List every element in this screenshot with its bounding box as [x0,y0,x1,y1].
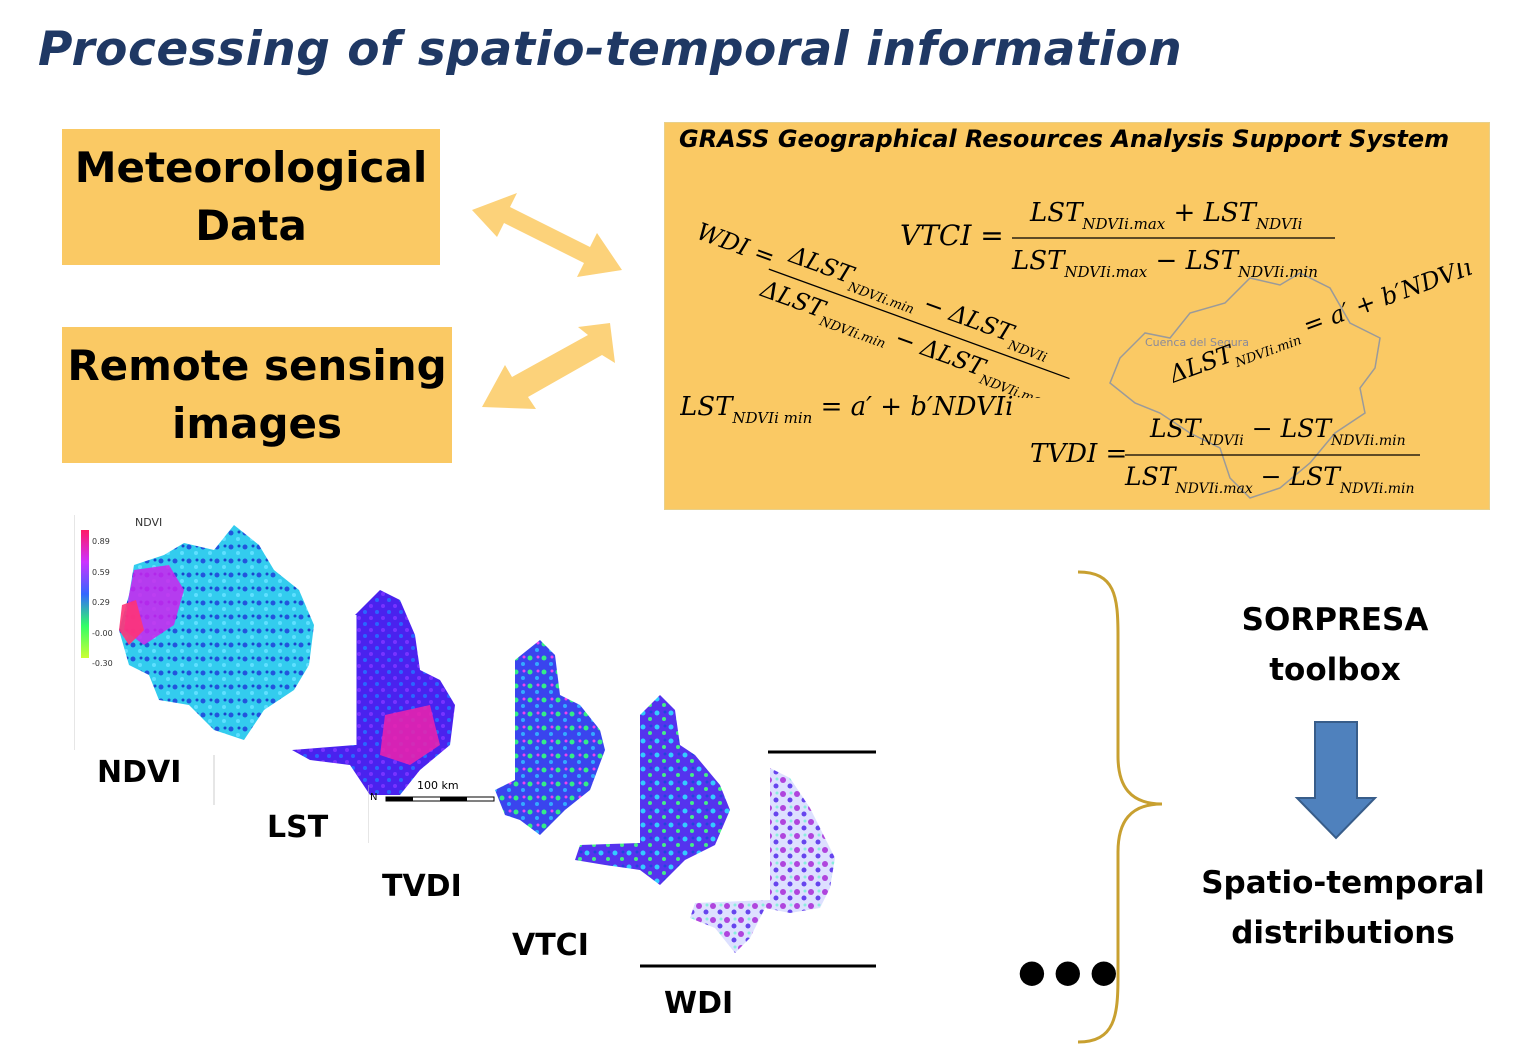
north-label: N [370,792,378,803]
output-line-2: distributions [1231,915,1455,951]
curly-brace-icon [1077,570,1163,1044]
down-arrow-icon [1294,721,1378,840]
meteorological-line-1: Meteorological [74,143,428,192]
map-label-ndvi: NDVI [97,755,182,790]
svg-text:WDI =: WDI = [695,218,779,271]
svg-text:LSTNDVIi.max − LSTNDVIi.min: LSTNDVIi.max − LSTNDVIi.min [1124,462,1415,497]
ndvi-tick: 0.59 [92,567,110,577]
basin-outline-icon [1109,272,1381,499]
vtci-map [575,695,730,885]
remote-sensing-line-2: images [171,399,343,448]
grass-panel-title: GRASS Geographical Resources Analysis Su… [679,125,1450,153]
equation-vtci: VTCI = LSTNDVIi.max + LSTNDVIi LSTNDVIi.… [900,198,1335,281]
ndvi-legend-title: NDVI [135,516,163,529]
ndvi-tick: -0.00 [92,628,113,638]
double-arrow-top-icon [472,193,622,277]
ndvi-legend-ticks: 0.89 0.59 0.29 -0.00 -0.30 [92,527,113,680]
equation-delta-lst-max: ΔLSTNDVIi.min = a′ + b′NDVIi [1173,263,1473,394]
ndvi-map [74,515,314,805]
svg-text:LSTNDVIi.max + LSTNDVIi: LSTNDVIi.max + LSTNDVIi [1029,198,1303,233]
sorpresa-toolbox-label: SORPRESA toolbox [1215,595,1455,695]
svg-text:VTCI =: VTCI = [900,219,1004,252]
equation-tvdi: TVDI = LSTNDVIi − LSTNDVIi.min LSTNDVIi.… [1030,415,1420,497]
scale-bar [368,785,495,843]
wdi-map [640,750,876,968]
sorpresa-line-2: toolbox [1269,652,1401,688]
svg-text:ΔLSTNDVIi.min = a′ + b′NDVIi: ΔLSTNDVIi.min = a′ + b′NDVIi [1173,263,1473,394]
region-label: Cuenca del Segura [1145,336,1249,349]
page-title: Processing of spatio-temporal informatio… [38,22,1183,77]
svg-text:LSTNDVIi − LSTNDVIi.min: LSTNDVIi − LSTNDVIi.min [1149,415,1406,449]
double-arrow-bottom-icon [482,323,615,409]
output-line-1: Spatio-temporal [1201,865,1485,901]
scale-label: 100 km [417,779,459,792]
remote-sensing-box: Remote sensing images [62,327,452,463]
ellipsis-dots: ●●● [1018,952,1126,990]
equation-lst-min: LSTNDVIi min = a′ + b′NDVIi [680,392,1013,427]
lst-map [292,590,455,795]
sorpresa-line-1: SORPRESA [1241,602,1429,638]
svg-text:TVDI =: TVDI = [1030,439,1127,469]
map-label-wdi: WDI [664,986,734,1021]
map-label-tvdi: TVDI [382,869,462,904]
ndvi-tick: -0.30 [92,659,113,668]
remote-sensing-line-1: Remote sensing [67,341,447,390]
spatio-temporal-distributions-label: Spatio-temporal distributions [1190,858,1496,958]
equation-wdi: WDI = ΔLSTNDVIi.min − ΔLSTNDVIi ΔLSTNDVI… [695,218,1070,398]
map-label-lst: LST [267,810,329,845]
ndvi-tick: 0.89 [92,537,110,546]
meteorological-data-box: Meteorological Data [62,129,440,265]
ndvi-tick: 0.29 [92,598,110,607]
meteorological-line-2: Data [195,201,307,250]
tvdi-map [495,640,605,835]
map-label-vtci: VTCI [512,928,589,963]
svg-text:LSTNDVIi min = a′ + b′NDVIi: LSTNDVIi min = a′ + b′NDVIi [680,392,1013,427]
grass-panel: GRASS Geographical Resources Analysis Su… [664,122,1490,510]
